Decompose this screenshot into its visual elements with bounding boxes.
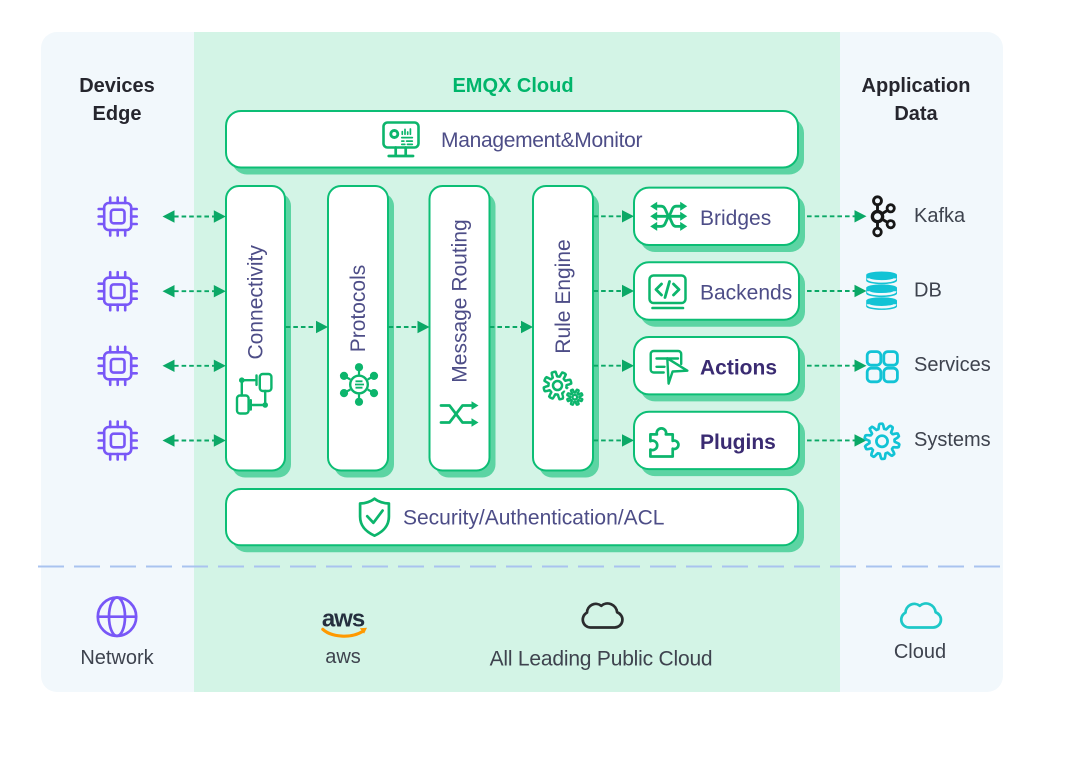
svg-text:Connectivity: Connectivity <box>245 245 268 360</box>
svg-text:Bridges: Bridges <box>700 207 771 230</box>
svg-text:Rule Engine: Rule Engine <box>552 239 575 353</box>
svg-text:Cloud: Cloud <box>894 641 946 663</box>
svg-text:Edge: Edge <box>93 103 142 125</box>
svg-text:Kafka: Kafka <box>914 205 966 227</box>
svg-text:aws: aws <box>325 646 361 668</box>
svg-text:Data: Data <box>894 103 938 125</box>
svg-text:Actions: Actions <box>700 356 777 379</box>
svg-text:Security/Authentication/ACL: Security/Authentication/ACL <box>403 507 664 530</box>
svg-text:Protocols: Protocols <box>347 265 370 353</box>
svg-text:Devices: Devices <box>79 75 155 97</box>
svg-text:Backends: Backends <box>700 282 792 305</box>
svg-text:Services: Services <box>914 354 991 376</box>
svg-text:DB: DB <box>914 280 942 302</box>
svg-text:Systems: Systems <box>914 429 991 451</box>
svg-text:aws: aws <box>322 606 365 633</box>
svg-text:Message Routing: Message Routing <box>449 219 472 382</box>
svg-text:Application: Application <box>862 75 971 97</box>
svg-text:Management&Monitor: Management&Monitor <box>441 129 643 152</box>
svg-text:EMQX Cloud: EMQX Cloud <box>452 75 573 97</box>
svg-text:Network: Network <box>80 647 154 669</box>
svg-text:Plugins: Plugins <box>700 431 776 454</box>
svg-text:All Leading Public Cloud: All Leading Public Cloud <box>490 648 713 671</box>
